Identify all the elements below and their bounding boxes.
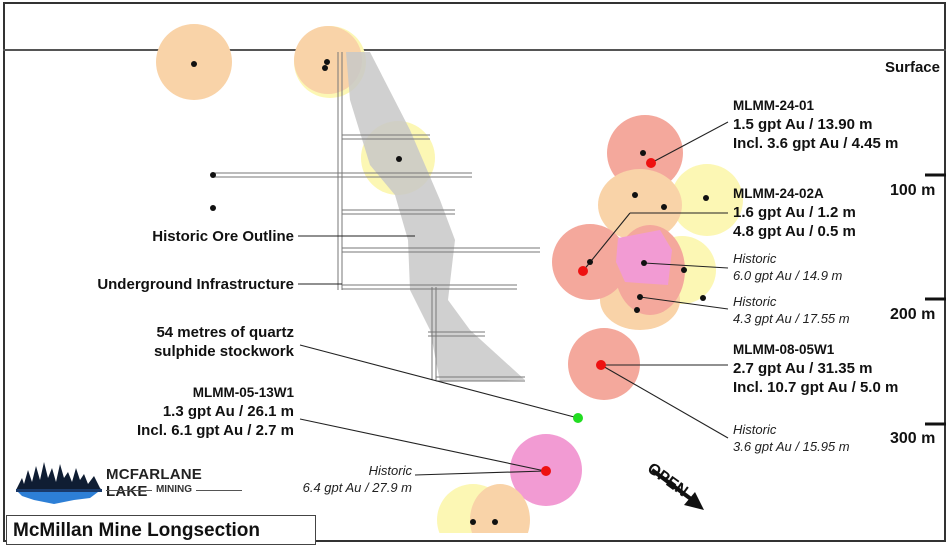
grade-shell [598, 169, 682, 241]
intercept-dot [470, 519, 476, 525]
intercept-dot [632, 192, 638, 198]
historic-label-4: Historic 6.4 gpt Au / 27.9 m [303, 462, 412, 496]
depth-scale [925, 173, 946, 426]
intercept-dot [210, 172, 216, 178]
intercept-dot [661, 204, 667, 210]
historic-label-3: Historic 3.6 gpt Au / 15.95 m [733, 421, 850, 455]
hole-label-mlmm-24-02a: MLMM-24-02A 1.6 gpt Au / 1.2 m 4.8 gpt A… [733, 184, 856, 241]
intercept-dot-mlmm-24-01 [646, 158, 656, 168]
grade-shell-pink [616, 230, 672, 285]
historic-tag: Historic [733, 422, 777, 437]
intercept-dot [324, 59, 330, 65]
historic-label-1: Historic 6.0 gpt Au / 14.9 m [733, 250, 842, 284]
intercept-dot [641, 260, 647, 266]
logo-name: MCFARLANE LAKE [106, 466, 202, 500]
underground-infrastructure [213, 52, 540, 382]
surface-label: Surface [884, 59, 940, 76]
historic-tag: Historic [733, 294, 777, 309]
stockwork-label: 54 metres of quartz sulphide stockwork [154, 323, 294, 361]
title-box: McMillan Mine Longsection [6, 515, 316, 545]
intercept-dot [322, 65, 328, 71]
stockwork-label-line2: sulphide stockwork [153, 343, 294, 360]
intercept-dot [700, 295, 706, 301]
intercept-dot [637, 294, 643, 300]
header-band [3, 2, 946, 51]
hole-result-incl: Incl. 6.1 gpt Au / 2.7 m [137, 422, 294, 439]
scale-label-100: 100 m [890, 182, 936, 199]
historic-value: 4.3 gpt Au / 17.55 m [733, 311, 850, 326]
intercept-dot [396, 156, 402, 162]
hole-result-2: 4.8 gpt Au / 0.5 m [733, 223, 856, 240]
hole-result: 1.5 gpt Au / 13.90 m [733, 116, 873, 133]
intercept-dot [634, 307, 640, 313]
scale-label-200: 200 m [890, 306, 936, 323]
intercept-dot [191, 61, 197, 67]
stockwork-dot [573, 413, 583, 423]
hole-label-mlmm-08-05w1: MLMM-08-05W1 2.7 gpt Au / 31.35 m Incl. … [733, 340, 898, 397]
grade-shell [470, 484, 530, 533]
stockwork-label-line1: 54 metres of quartz [156, 324, 294, 341]
page-title: McMillan Mine Longsection [13, 520, 261, 541]
intercept-dot [492, 519, 498, 525]
forest-logo-icon [16, 462, 102, 504]
intercept-dot-mlmm-24-02a [578, 266, 588, 276]
logo-sub: MINING [106, 484, 242, 495]
historic-value: 6.0 gpt Au / 14.9 m [733, 268, 843, 283]
hole-result: 2.7 gpt Au / 31.35 m [733, 360, 873, 377]
historic-tag: Historic [733, 251, 777, 266]
intercept-dot [587, 259, 593, 265]
intercept-dot [681, 267, 687, 273]
leader-lines [298, 121, 729, 476]
hole-id: MLMM-08-05W1 [733, 342, 835, 357]
infrastructure-label: Underground Infrastructure [97, 276, 294, 293]
historic-intercepts [191, 59, 709, 525]
hole-id: MLMM-24-02A [733, 186, 824, 201]
hole-id: MLMM-24-01 [733, 98, 815, 113]
hole-label-mlmm-05-13w1: MLMM-05-13W1 1.3 gpt Au / 26.1 m Incl. 6… [137, 383, 294, 440]
intercept-dot [210, 205, 216, 211]
hole-result: 1.3 gpt Au / 26.1 m [162, 403, 294, 420]
historic-value: 3.6 gpt Au / 15.95 m [733, 439, 850, 454]
intercept-dot [703, 195, 709, 201]
ore-outline-label: Historic Ore Outline [152, 228, 294, 245]
hole-result-incl: Incl. 10.7 gpt Au / 5.0 m [733, 379, 899, 396]
intercept-dot-mlmm-08-05w1 [596, 360, 606, 370]
open-arrow-icon [650, 468, 704, 510]
scale-label-300: 300 m [890, 430, 936, 447]
intercept-dot [640, 150, 646, 156]
logo-sub-text: MINING [151, 484, 197, 495]
hole-result: 1.6 gpt Au / 1.2 m [733, 204, 856, 221]
historic-tag: Historic [368, 463, 412, 478]
new-intercepts [541, 158, 656, 476]
company-logo: MCFARLANE LAKE MINING [14, 458, 244, 506]
historic-value: 6.4 gpt Au / 27.9 m [302, 480, 412, 495]
longsection-canvas [156, 24, 946, 533]
hole-label-mlmm-24-01: MLMM-24-01 1.5 gpt Au / 13.90 m Incl. 3.… [733, 96, 898, 153]
historic-label-2: Historic 4.3 gpt Au / 17.55 m [733, 293, 850, 327]
hole-id: MLMM-05-13W1 [192, 385, 294, 400]
intercept-dot-mlmm-05-13w1 [541, 466, 551, 476]
hole-result-incl: Incl. 3.6 gpt Au / 4.45 m [733, 135, 899, 152]
